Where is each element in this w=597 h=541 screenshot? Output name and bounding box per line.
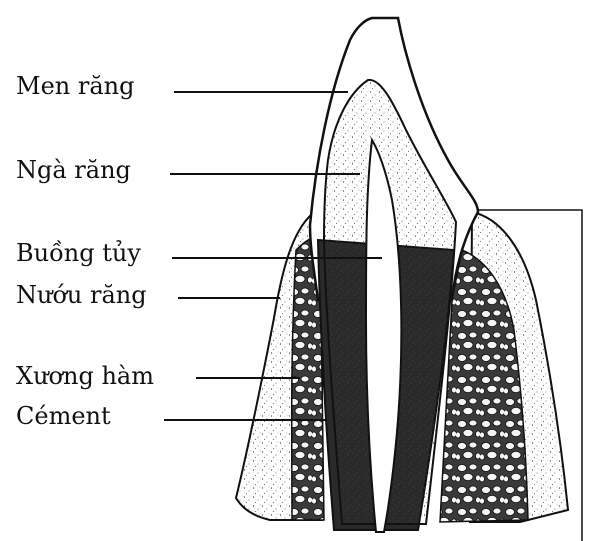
tooth-diagram xyxy=(0,0,597,541)
